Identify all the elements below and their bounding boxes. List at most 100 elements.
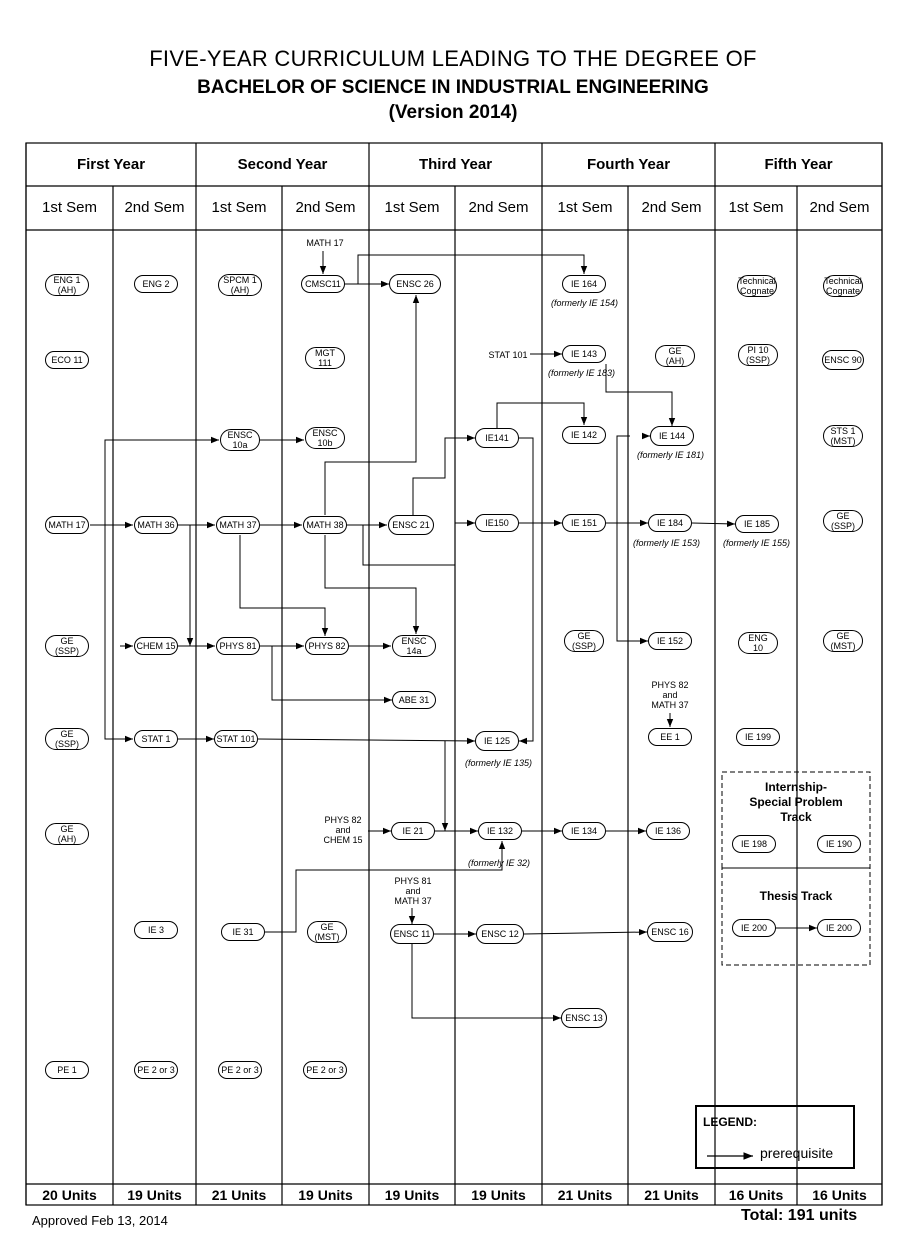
prereq-note: MATH 17 bbox=[306, 238, 344, 248]
units-total: 19 Units bbox=[298, 1187, 353, 1203]
course-ee1: EE 1 bbox=[648, 728, 692, 746]
internship-track-label: Internship- Special Problem Track bbox=[749, 780, 843, 824]
prereq-note: PHYS 82 and MATH 37 bbox=[651, 680, 689, 710]
course-stat1: STAT 1 bbox=[134, 730, 178, 748]
course-chem15: CHEM 15 bbox=[134, 637, 178, 655]
title-line-3: (Version 2014) bbox=[388, 102, 518, 123]
prerequisite-arrow bbox=[324, 535, 420, 634]
course-ensc21: ENSC 21 bbox=[388, 515, 434, 535]
course-math17: MATH 17 bbox=[45, 516, 89, 534]
course-abe31: ABE 31 bbox=[392, 691, 436, 709]
units-total: 21 Units bbox=[557, 1187, 613, 1203]
former-code-label: (formerly IE 155) bbox=[723, 538, 791, 548]
prereq-note: PHYS 81 and MATH 37 bbox=[394, 876, 432, 906]
prerequisite-arrow bbox=[523, 928, 648, 936]
semester-header: 2nd Sem bbox=[295, 199, 356, 216]
units-total: 21 Units bbox=[644, 1187, 699, 1203]
course-ensc90: ENSC 90 bbox=[822, 350, 864, 370]
course-ensc10a: ENSC 10a bbox=[220, 429, 260, 451]
course-ie190: IE 190 bbox=[817, 835, 861, 853]
course-ie198: IE 198 bbox=[732, 835, 776, 853]
course-ie143: IE 143 bbox=[562, 345, 606, 363]
former-code-label: (formerly IE 154) bbox=[551, 298, 619, 308]
course-ie199: IE 199 bbox=[736, 728, 780, 746]
year-header: First Year bbox=[76, 156, 146, 173]
year-header: Third Year bbox=[418, 156, 493, 173]
course-mgt111: MGT 111 bbox=[305, 347, 345, 369]
units-total: 19 Units bbox=[471, 1187, 526, 1203]
legend-box: LEGEND: prerequisite bbox=[695, 1105, 855, 1169]
course-eco11: ECO 11 bbox=[45, 351, 89, 369]
course-phys82: PHYS 82 bbox=[305, 637, 349, 655]
course-ensc10b: ENSC 10b bbox=[305, 427, 345, 449]
semester-header: 2nd Sem bbox=[809, 199, 870, 216]
course-ensc13: ENSC 13 bbox=[561, 1008, 607, 1028]
course-ge-mst-2: GE (MST) bbox=[307, 921, 347, 943]
semester-header: 1st Sem bbox=[728, 199, 784, 216]
course-pe2-1: PE 2 or 3 bbox=[134, 1061, 178, 1079]
course-ge-ah-1: GE (AH) bbox=[45, 823, 89, 845]
thesis-track-label: Thesis Track bbox=[759, 889, 833, 903]
units-total: 20 Units bbox=[42, 1187, 97, 1203]
course-ensc14a: ENSC 14a bbox=[392, 635, 436, 657]
course-ie151: IE 151 bbox=[562, 514, 606, 532]
course-pe2-2: PE 2 or 3 bbox=[218, 1061, 262, 1079]
course-sts1: STS 1 (MST) bbox=[823, 425, 863, 447]
course-ie132: IE 132 bbox=[478, 822, 522, 840]
prerequisite-arrow bbox=[357, 254, 588, 284]
former-code-label: (formerly IE 135) bbox=[465, 758, 533, 768]
course-math38: MATH 38 bbox=[303, 516, 347, 534]
prerequisite-arrow bbox=[104, 440, 133, 743]
course-ensc26: ENSC 26 bbox=[389, 274, 441, 294]
course-tech1: Technical Cognate bbox=[737, 275, 777, 297]
course-ie185: IE 185 bbox=[735, 515, 779, 533]
prerequisite-arrow bbox=[257, 737, 476, 745]
course-ie141: IE141 bbox=[475, 428, 519, 448]
prerequisite-arrow bbox=[362, 519, 475, 566]
units-total: 19 Units bbox=[127, 1187, 182, 1203]
prerequisite-arrow bbox=[496, 402, 588, 428]
course-cmsc11: CMSC11 bbox=[301, 275, 345, 293]
year-header: Second Year bbox=[237, 156, 328, 173]
semester-header: 1st Sem bbox=[41, 199, 98, 216]
course-ge-ah-4: GE (AH) bbox=[655, 345, 695, 367]
prerequisite-arrow bbox=[519, 437, 534, 745]
course-ie31: IE 31 bbox=[221, 923, 265, 941]
legend-arrow-icon bbox=[707, 1152, 753, 1160]
prerequisite-arrow bbox=[411, 944, 561, 1022]
prerequisite-arrow bbox=[271, 646, 392, 704]
course-ie200a: IE 200 bbox=[732, 919, 776, 937]
semester-header: 2nd Sem bbox=[468, 199, 529, 216]
course-ie144: IE 144 bbox=[650, 426, 694, 446]
course-spcm1: SPCM 1 (AH) bbox=[218, 274, 262, 296]
legend-label: prerequisite bbox=[760, 1145, 834, 1161]
course-eng1: ENG 1 (AH) bbox=[45, 274, 89, 296]
prerequisite-arrow bbox=[605, 364, 676, 426]
prereq-note: STAT 101 bbox=[488, 350, 528, 360]
course-tech2: Technical Cognate bbox=[823, 275, 863, 297]
internship-track-box bbox=[721, 771, 871, 869]
prerequisite-arrow bbox=[691, 520, 736, 528]
course-ge-ssp-5: GE (SSP) bbox=[823, 510, 863, 532]
course-eng10: ENG 10 bbox=[738, 632, 778, 654]
course-ie125: IE 125 bbox=[475, 731, 519, 751]
former-code-label: (formerly IE 32) bbox=[468, 858, 531, 868]
course-pe2-3: PE 2 or 3 bbox=[303, 1061, 347, 1079]
prerequisite-arrow bbox=[412, 434, 475, 515]
semester-header: 2nd Sem bbox=[124, 199, 185, 216]
prerequisite-arrow bbox=[239, 535, 329, 636]
course-ge-ssp-1b: GE (SSP) bbox=[45, 728, 89, 750]
semester-header: 1st Sem bbox=[557, 199, 613, 216]
course-pi10: PI 10 (SSP) bbox=[738, 344, 778, 366]
total-units: Total: 191 units bbox=[741, 1207, 858, 1224]
title-line-1: FIVE-YEAR CURRICULUM LEADING TO THE DEGR… bbox=[149, 46, 757, 71]
course-ge-mst-5: GE (MST) bbox=[823, 630, 863, 652]
semester-header: 2nd Sem bbox=[641, 199, 702, 216]
course-ie142: IE 142 bbox=[562, 426, 606, 444]
course-ensc11: ENSC 11 bbox=[390, 924, 434, 944]
course-phys81: PHYS 81 bbox=[216, 637, 260, 655]
course-ie152: IE 152 bbox=[648, 632, 692, 650]
year-header: Fourth Year bbox=[586, 156, 671, 173]
course-stat101: STAT 101 bbox=[214, 730, 258, 748]
